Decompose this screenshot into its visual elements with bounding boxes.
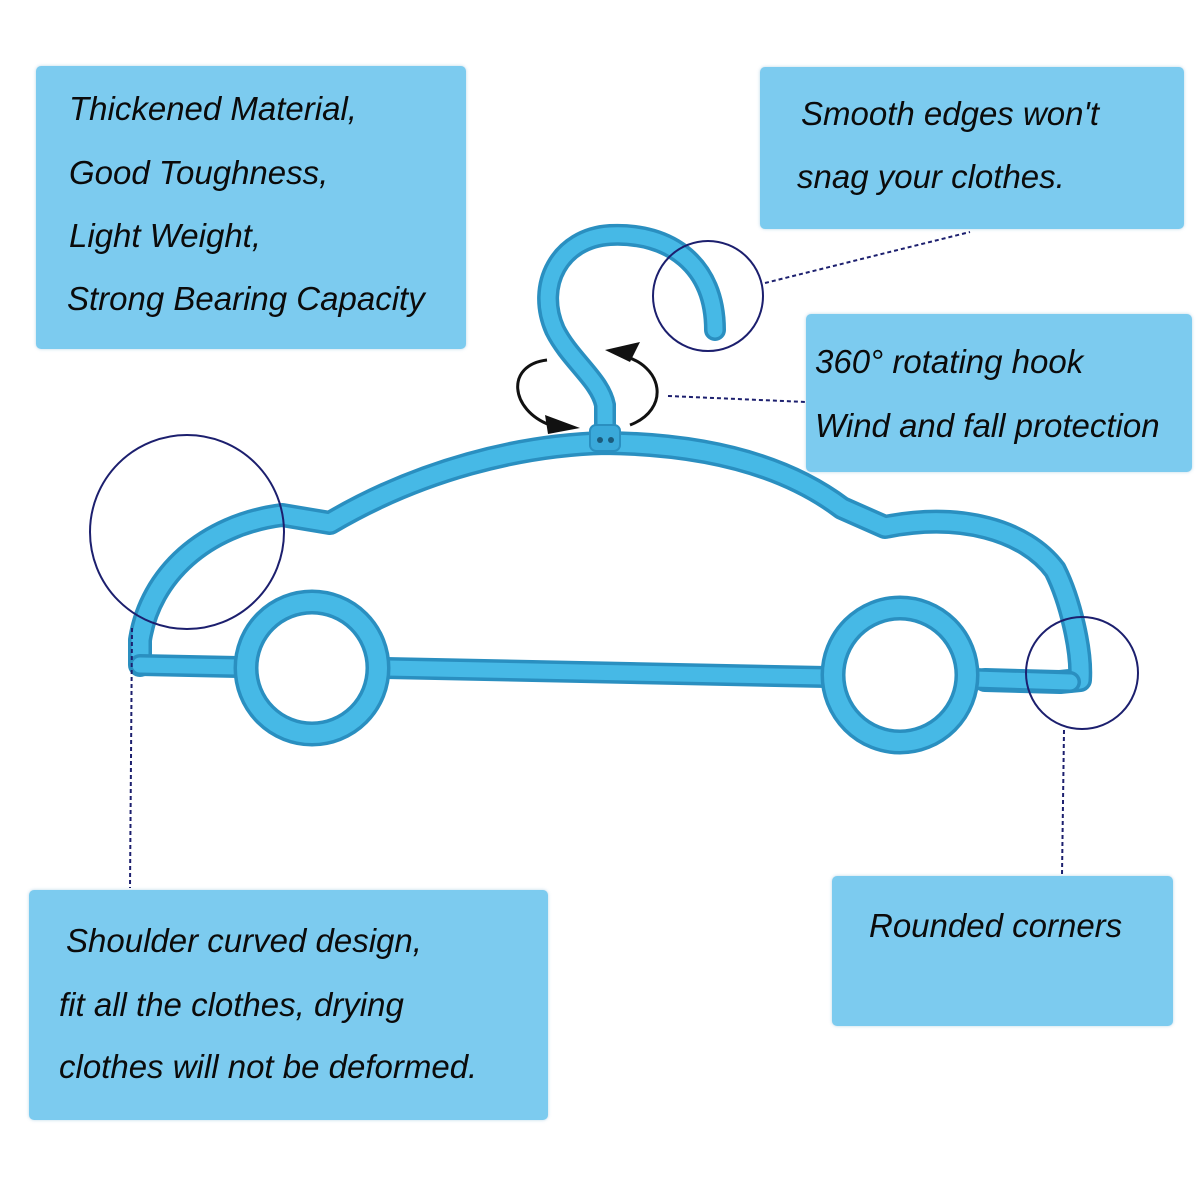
hanger-hook xyxy=(537,223,726,452)
car-hanger xyxy=(128,431,1093,755)
shoulder-leader-line xyxy=(129,627,133,889)
smooth-leader-line xyxy=(764,231,971,284)
shoulder-circle xyxy=(89,434,285,630)
corner-leader-line xyxy=(1061,729,1065,876)
material-line-2: Good Toughness, xyxy=(69,154,329,191)
leader-lines xyxy=(129,231,1065,889)
shoulder-line-2: fit all the clothes, drying xyxy=(59,986,404,1023)
hook-tip-circle xyxy=(652,240,764,352)
hanger-body xyxy=(128,431,1093,694)
hook-line-2: Wind and fall protection xyxy=(815,407,1160,444)
shoulder-line-1: Shoulder curved design, xyxy=(66,922,422,959)
shoulder-design-callout: Shoulder curved design, fit all the clot… xyxy=(29,890,548,1120)
corner-circle xyxy=(1025,616,1139,730)
smooth-line-1: Smooth edges won't xyxy=(801,95,1099,132)
hook-swivel-joint xyxy=(589,424,621,452)
material-line-1: Thickened Material, xyxy=(69,90,357,127)
hook-line-1: 360° rotating hook xyxy=(815,343,1084,380)
smooth-line-2: snag your clothes. xyxy=(797,158,1065,195)
material-callout: Thickened Material, Good Toughness, Ligh… xyxy=(36,66,466,349)
rotation-arrows-icon xyxy=(516,342,659,434)
material-line-3: Light Weight, xyxy=(69,217,262,254)
pointer-circles xyxy=(89,240,1139,730)
rotating-hook-callout: 360° rotating hook Wind and fall protect… xyxy=(806,314,1192,472)
corners-line-1: Rounded corners xyxy=(869,907,1123,944)
material-line-4: Strong Bearing Capacity xyxy=(67,280,425,317)
rounded-corners-callout: Rounded corners xyxy=(832,876,1173,1026)
smooth-edges-callout: Smooth edges won't snag your clothes. xyxy=(760,67,1184,229)
hook-leader-line xyxy=(667,395,807,403)
shoulder-line-3: clothes will not be deformed. xyxy=(59,1048,478,1085)
